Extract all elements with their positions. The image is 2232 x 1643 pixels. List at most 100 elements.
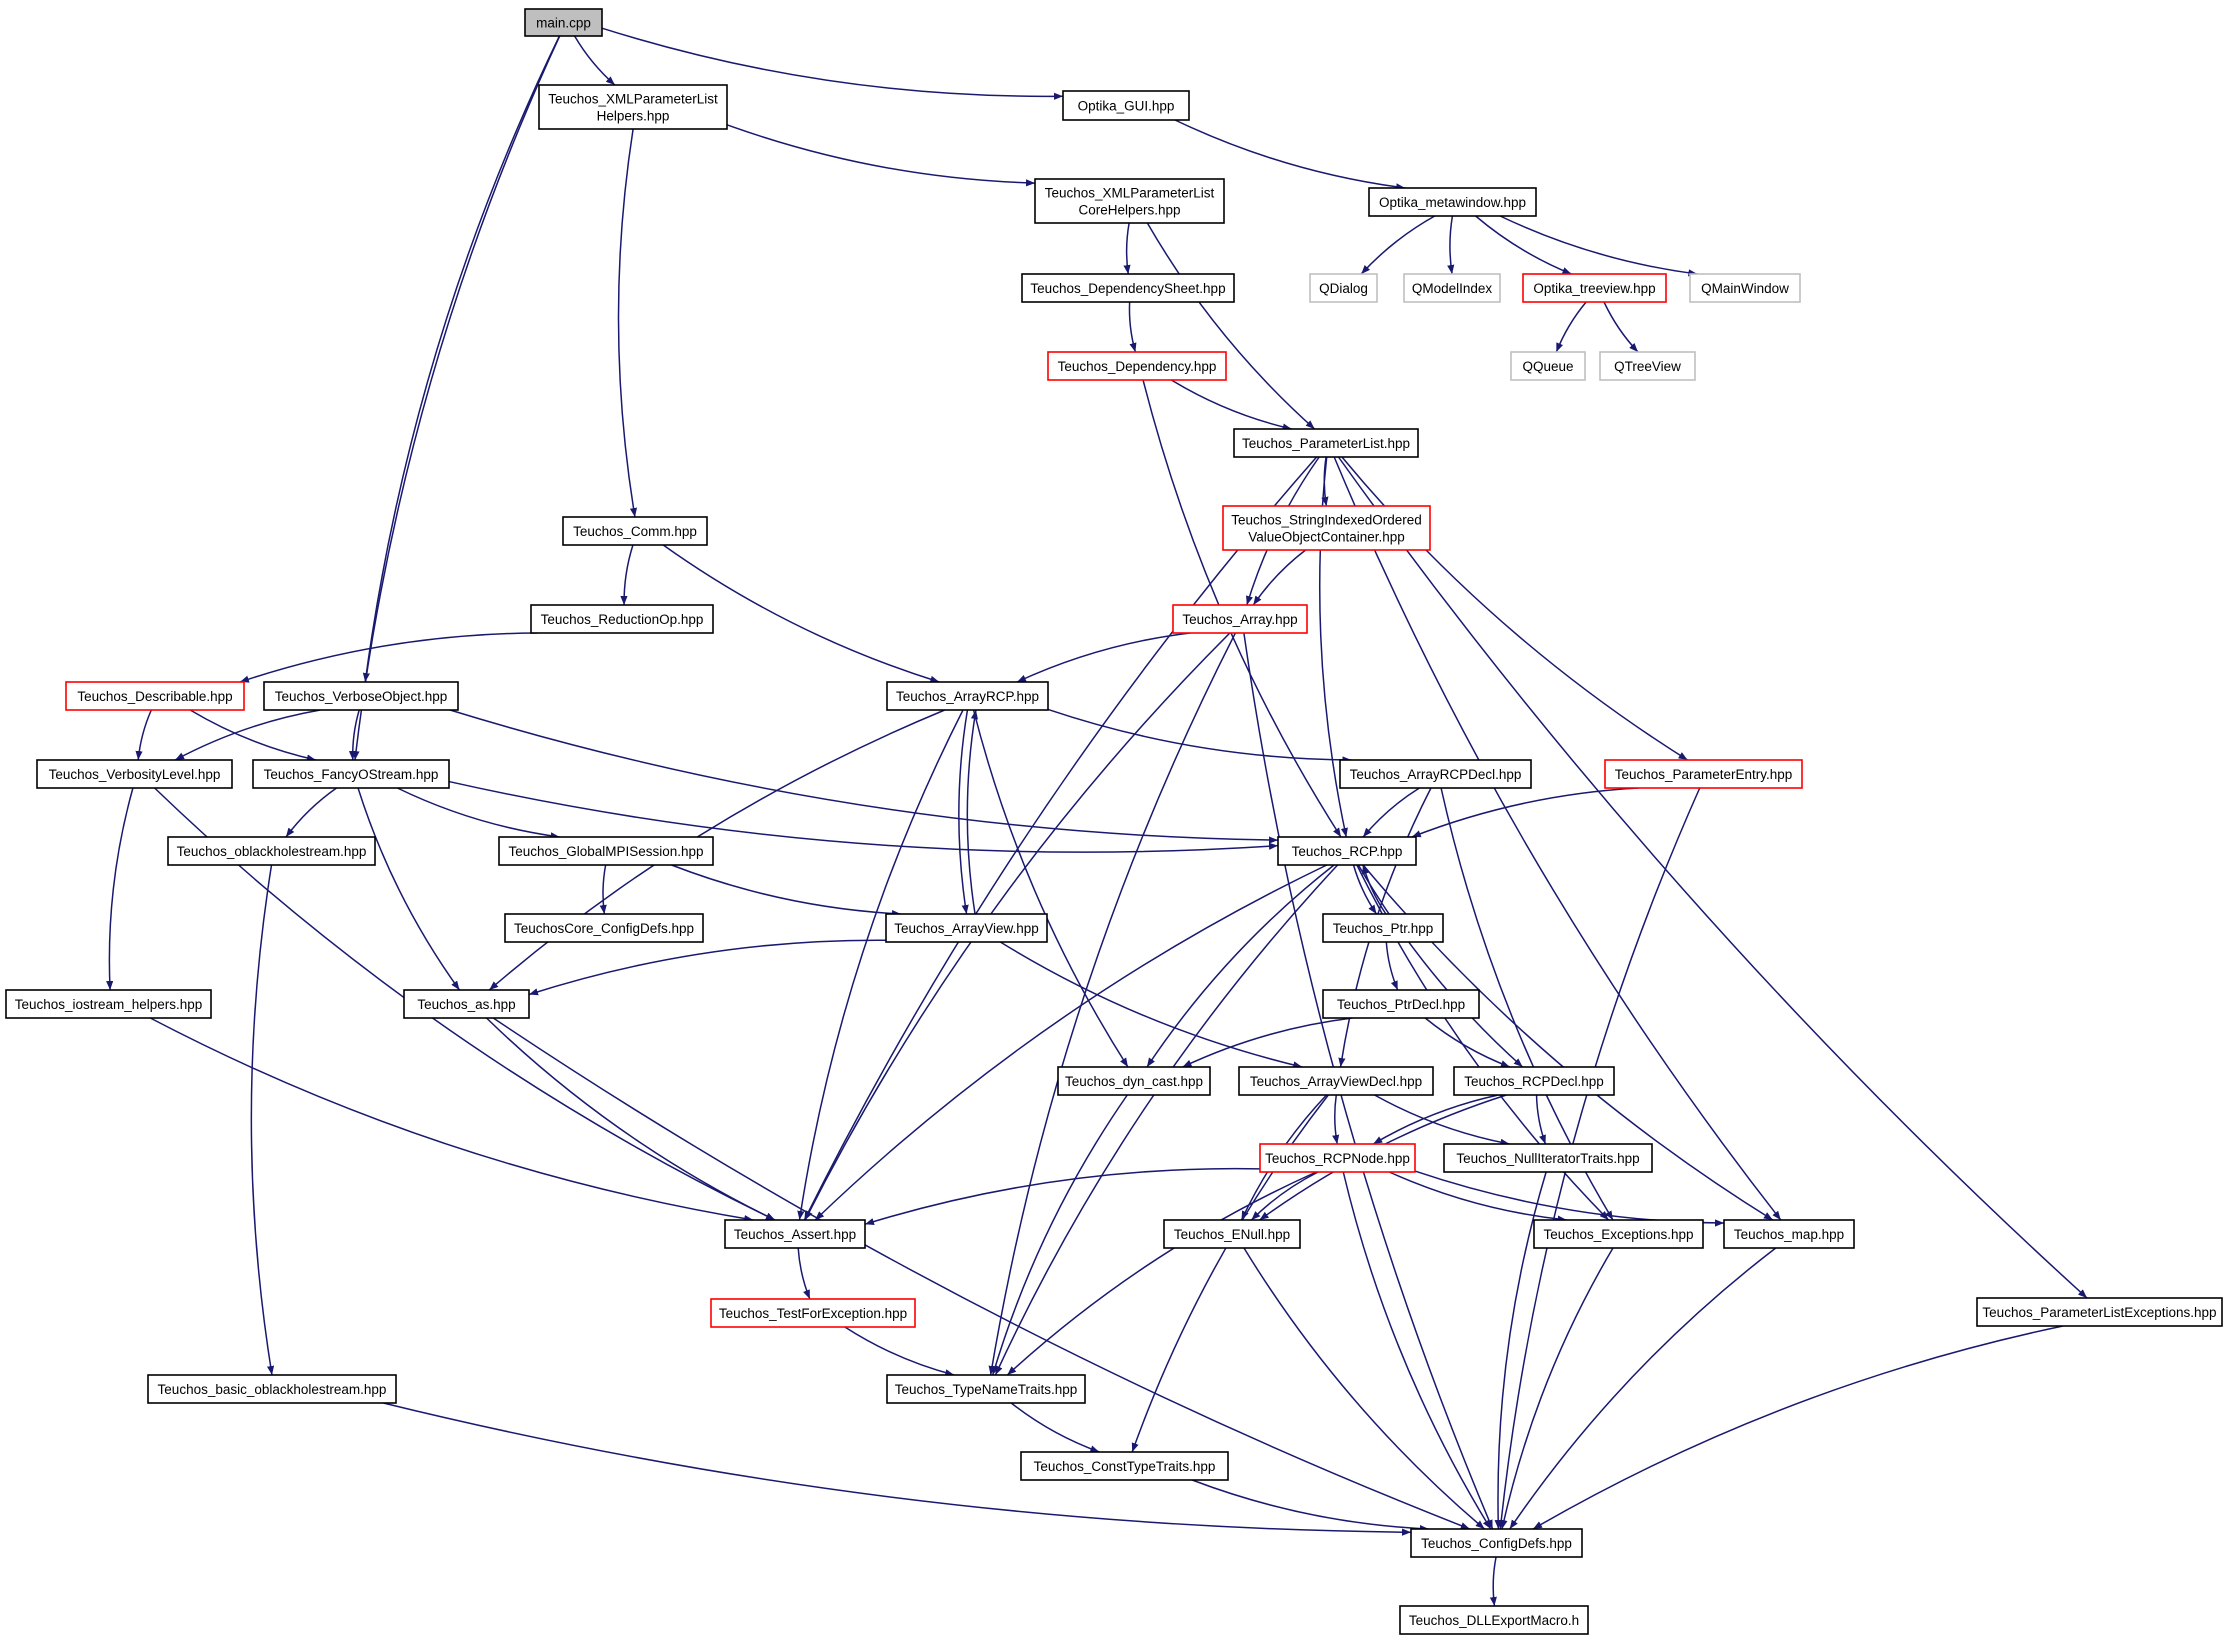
node-nulliterator[interactable]: Teuchos_NullIteratorTraits.hpp [1443,1143,1653,1173]
node-qdialog[interactable]: QDialog [1309,273,1378,303]
node-box-typenametraits [886,1374,1086,1404]
node-label-paramentry-0: Teuchos_ParameterEntry.hpp [1615,767,1793,782]
node-reductionop[interactable]: Teuchos_ReductionOp.hpp [530,604,714,634]
edge-ptrdecl-to-rcpdecl [1424,1017,1511,1068]
node-stringindexed[interactable]: Teuchos_StringIndexedOrderedValueObjectC… [1222,505,1431,551]
edge-iostreamhelpers-to-assert [149,1017,754,1223]
node-box-testforexception [710,1298,916,1328]
node-paramlistexceptions[interactable]: Teuchos_ParameterListExceptions.hpp [1976,1297,2223,1327]
node-rcp[interactable]: Teuchos_RCP.hpp [1277,836,1417,866]
edge-main-to-xmlhelpers [573,35,616,86]
node-metawindow[interactable]: Optika_metawindow.hpp [1368,187,1537,217]
edge-treeview-to-qtreeview [1603,301,1639,353]
node-dllexport[interactable]: Teuchos_DLLExportMacro.h [1399,1605,1589,1635]
edge-xmlcore-to-depsheet [1123,222,1131,275]
edge-verboseobject-to-rcp [449,709,1279,844]
node-label-depsheet-0: Teuchos_DependencySheet.hpp [1030,281,1225,296]
node-describable[interactable]: Teuchos_Describable.hpp [65,681,245,711]
node-verboseobject[interactable]: Teuchos_VerboseObject.hpp [263,681,459,711]
node-label-globalmpi-0: Teuchos_GlobalMPISession.hpp [508,844,703,859]
node-comm[interactable]: Teuchos_Comm.hpp [562,516,708,546]
node-arrayrcpdecl[interactable]: Teuchos_ArrayRCPDecl.hpp [1339,759,1532,789]
node-dyncast[interactable]: Teuchos_dyn_cast.hpp [1057,1066,1211,1096]
node-globalmpi[interactable]: Teuchos_GlobalMPISession.hpp [498,836,714,866]
node-as[interactable]: Teuchos_as.hpp [403,989,530,1019]
edge-arrayrcp-to-assert [797,709,964,1221]
node-label-stringindexed-1: ValueObjectContainer.hpp [1248,530,1405,545]
edge-array-to-typenametraits [988,632,1237,1376]
node-box-qmodelindex [1403,273,1501,303]
node-box-globalmpi [498,836,714,866]
node-qqueue[interactable]: QQueue [1510,351,1586,381]
node-exceptions[interactable]: Teuchos_Exceptions.hpp [1533,1219,1704,1249]
dependency-edges [106,27,2088,1607]
node-rcpdecl[interactable]: Teuchos_RCPDecl.hpp [1453,1066,1615,1096]
node-basicoblackhole[interactable]: Teuchos_basic_oblackholestream.hpp [147,1374,397,1404]
node-ptr[interactable]: Teuchos_Ptr.hpp [1322,913,1444,943]
edge-paramlist-to-paramlistexceptions [1337,456,2088,1299]
node-assert[interactable]: Teuchos_Assert.hpp [724,1219,866,1249]
node-arrayviewdecl[interactable]: Teuchos_ArrayViewDecl.hpp [1238,1066,1434,1096]
node-label-ptr-0: Teuchos_Ptr.hpp [1333,921,1434,936]
node-label-verbositylevel-0: Teuchos_VerbosityLevel.hpp [49,767,221,782]
edge-rcp-to-rcpdecl [1357,864,1524,1068]
node-ptrdecl[interactable]: Teuchos_PtrDecl.hpp [1322,989,1480,1019]
node-qmodelindex[interactable]: QModelIndex [1403,273,1501,303]
edge-metawindow-to-qmainwindow [1499,215,1698,277]
edge-ptrdecl-to-dyncast [1182,1017,1353,1068]
node-arrayview[interactable]: Teuchos_ArrayView.hpp [885,913,1048,943]
node-box-arrayviewdecl [1238,1066,1434,1096]
node-label-arrayviewdecl-0: Teuchos_ArrayViewDecl.hpp [1250,1074,1422,1089]
node-label-rcpdecl-0: Teuchos_RCPDecl.hpp [1464,1074,1604,1089]
node-label-main-0: main.cpp [536,16,591,31]
node-consttypetraits[interactable]: Teuchos_ConstTypeTraits.hpp [1020,1451,1229,1481]
node-qtreeview[interactable]: QTreeView [1599,351,1696,381]
node-map[interactable]: Teuchos_map.hpp [1723,1219,1855,1249]
node-arrayrcp[interactable]: Teuchos_ArrayRCP.hpp [886,681,1049,711]
node-main[interactable]: main.cpp [524,8,603,37]
node-configdefs[interactable]: Teuchos_ConfigDefs.hpp [1410,1528,1583,1558]
edge-arrayviewdecl-to-nulliterator [1374,1094,1510,1146]
node-paramlist[interactable]: Teuchos_ParameterList.hpp [1233,428,1419,458]
node-dependency[interactable]: Teuchos_Dependency.hpp [1047,351,1227,381]
node-treeview[interactable]: Optika_treeview.hpp [1522,273,1667,303]
node-label-optikagui-0: Optika_GUI.hpp [1078,99,1175,114]
node-coreconfig[interactable]: TeuchosCore_ConfigDefs.hpp [504,913,704,943]
node-oblackhole[interactable]: Teuchos_oblackholestream.hpp [167,836,376,866]
node-testforexception[interactable]: Teuchos_TestForException.hpp [710,1298,916,1328]
edge-xmlhelpers-to-comm [617,128,638,518]
node-typenametraits[interactable]: Teuchos_TypeNameTraits.hpp [886,1374,1086,1404]
node-rcpnode[interactable]: Teuchos_RCPNode.hpp [1259,1143,1416,1173]
edge-map-to-configdefs [1509,1247,1777,1530]
edge-main-to-fancyostream [352,35,561,761]
node-box-exceptions [1533,1219,1704,1249]
edge-as-to-configdefs [492,1017,1471,1530]
node-verbositylevel[interactable]: Teuchos_VerbosityLevel.hpp [36,759,233,789]
node-box-arrayrcpdecl [1339,759,1532,789]
node-array[interactable]: Teuchos_Array.hpp [1172,604,1308,634]
node-fancyostream[interactable]: Teuchos_FancyOStream.hpp [252,759,450,789]
edge-arrayrcp-to-dyncast [972,709,1129,1068]
node-label-qtreeview-0: QTreeView [1614,359,1681,374]
node-label-paramlist-0: Teuchos_ParameterList.hpp [1242,436,1410,451]
node-box-oblackhole [167,836,376,866]
node-qmainwindow[interactable]: QMainWindow [1689,273,1801,303]
node-enull[interactable]: Teuchos_ENull.hpp [1163,1219,1301,1249]
node-box-as [403,989,530,1019]
node-label-basicoblackhole-0: Teuchos_basic_oblackholestream.hpp [158,1382,387,1397]
edge-array-to-assert [804,632,1231,1221]
node-paramentry[interactable]: Teuchos_ParameterEntry.hpp [1604,759,1803,789]
node-iostreamhelpers[interactable]: Teuchos_iostream_helpers.hpp [5,989,212,1019]
node-label-configdefs-0: Teuchos_ConfigDefs.hpp [1421,1536,1572,1551]
node-label-exceptions-0: Teuchos_Exceptions.hpp [1543,1227,1693,1242]
file-nodes: main.cppTeuchos_XMLParameterListHelpers.… [5,8,2223,1635]
node-label-map-0: Teuchos_map.hpp [1734,1227,1844,1242]
edge-consttypetraits-to-configdefs [1191,1479,1429,1533]
node-depsheet[interactable]: Teuchos_DependencySheet.hpp [1021,273,1235,303]
node-label-paramlistexceptions-0: Teuchos_ParameterListExceptions.hpp [1982,1305,2216,1320]
edge-rcp-to-assert [814,864,1328,1221]
node-box-configdefs [1410,1528,1583,1558]
node-optikagui[interactable]: Optika_GUI.hpp [1062,90,1190,121]
